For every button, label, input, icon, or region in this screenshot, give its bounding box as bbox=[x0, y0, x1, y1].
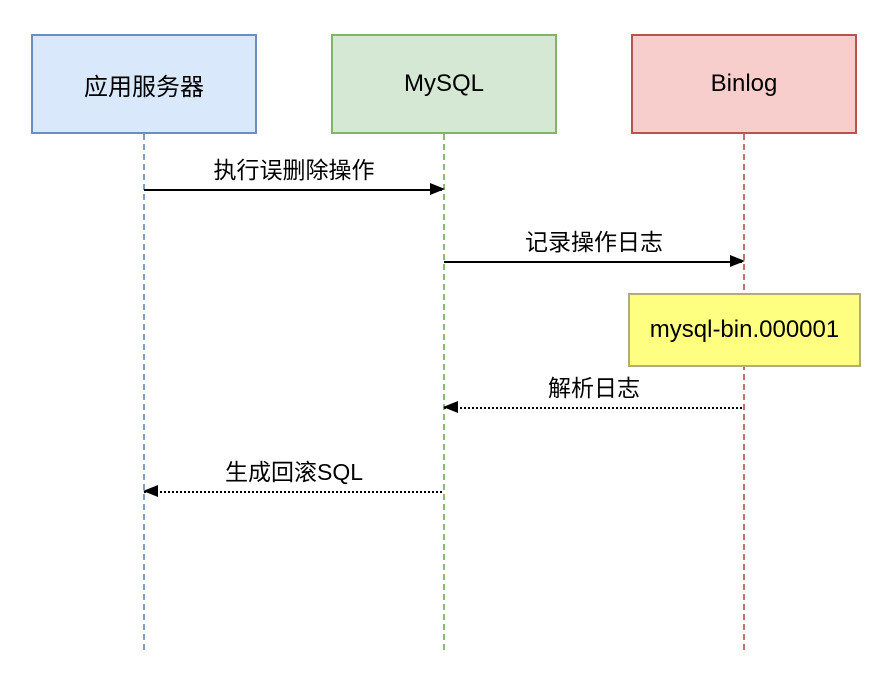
binlog-file-note: mysql-bin.000001 bbox=[628, 293, 861, 367]
binlog-file-note-label: mysql-bin.000001 bbox=[649, 316, 840, 343]
message-line bbox=[144, 189, 442, 191]
message-label: 生成回滚SQL bbox=[224, 459, 364, 485]
lifeline-mysql bbox=[443, 134, 445, 650]
message-label: 执行误删除操作 bbox=[213, 157, 375, 183]
arrowhead-right-icon bbox=[730, 255, 745, 267]
message-line bbox=[444, 407, 742, 409]
lifeline-app-server bbox=[143, 134, 145, 650]
message-line bbox=[444, 261, 742, 263]
actor-label-mysql: MySQL bbox=[403, 70, 484, 97]
message-line bbox=[144, 491, 442, 493]
actor-box-app-server: 应用服务器 bbox=[31, 34, 257, 134]
arrowhead-left-icon bbox=[443, 401, 458, 413]
arrowhead-right-icon bbox=[430, 183, 445, 195]
message-label: 解析日志 bbox=[548, 375, 640, 401]
actor-label-binlog: Binlog bbox=[710, 70, 778, 97]
actor-box-binlog: Binlog bbox=[631, 34, 857, 134]
arrowhead-left-icon bbox=[143, 485, 158, 497]
lifeline-binlog bbox=[743, 134, 745, 650]
actor-box-mysql: MySQL bbox=[331, 34, 557, 134]
actor-label-app-server: 应用服务器 bbox=[84, 73, 204, 101]
message-label: 记录操作日志 bbox=[525, 229, 663, 255]
